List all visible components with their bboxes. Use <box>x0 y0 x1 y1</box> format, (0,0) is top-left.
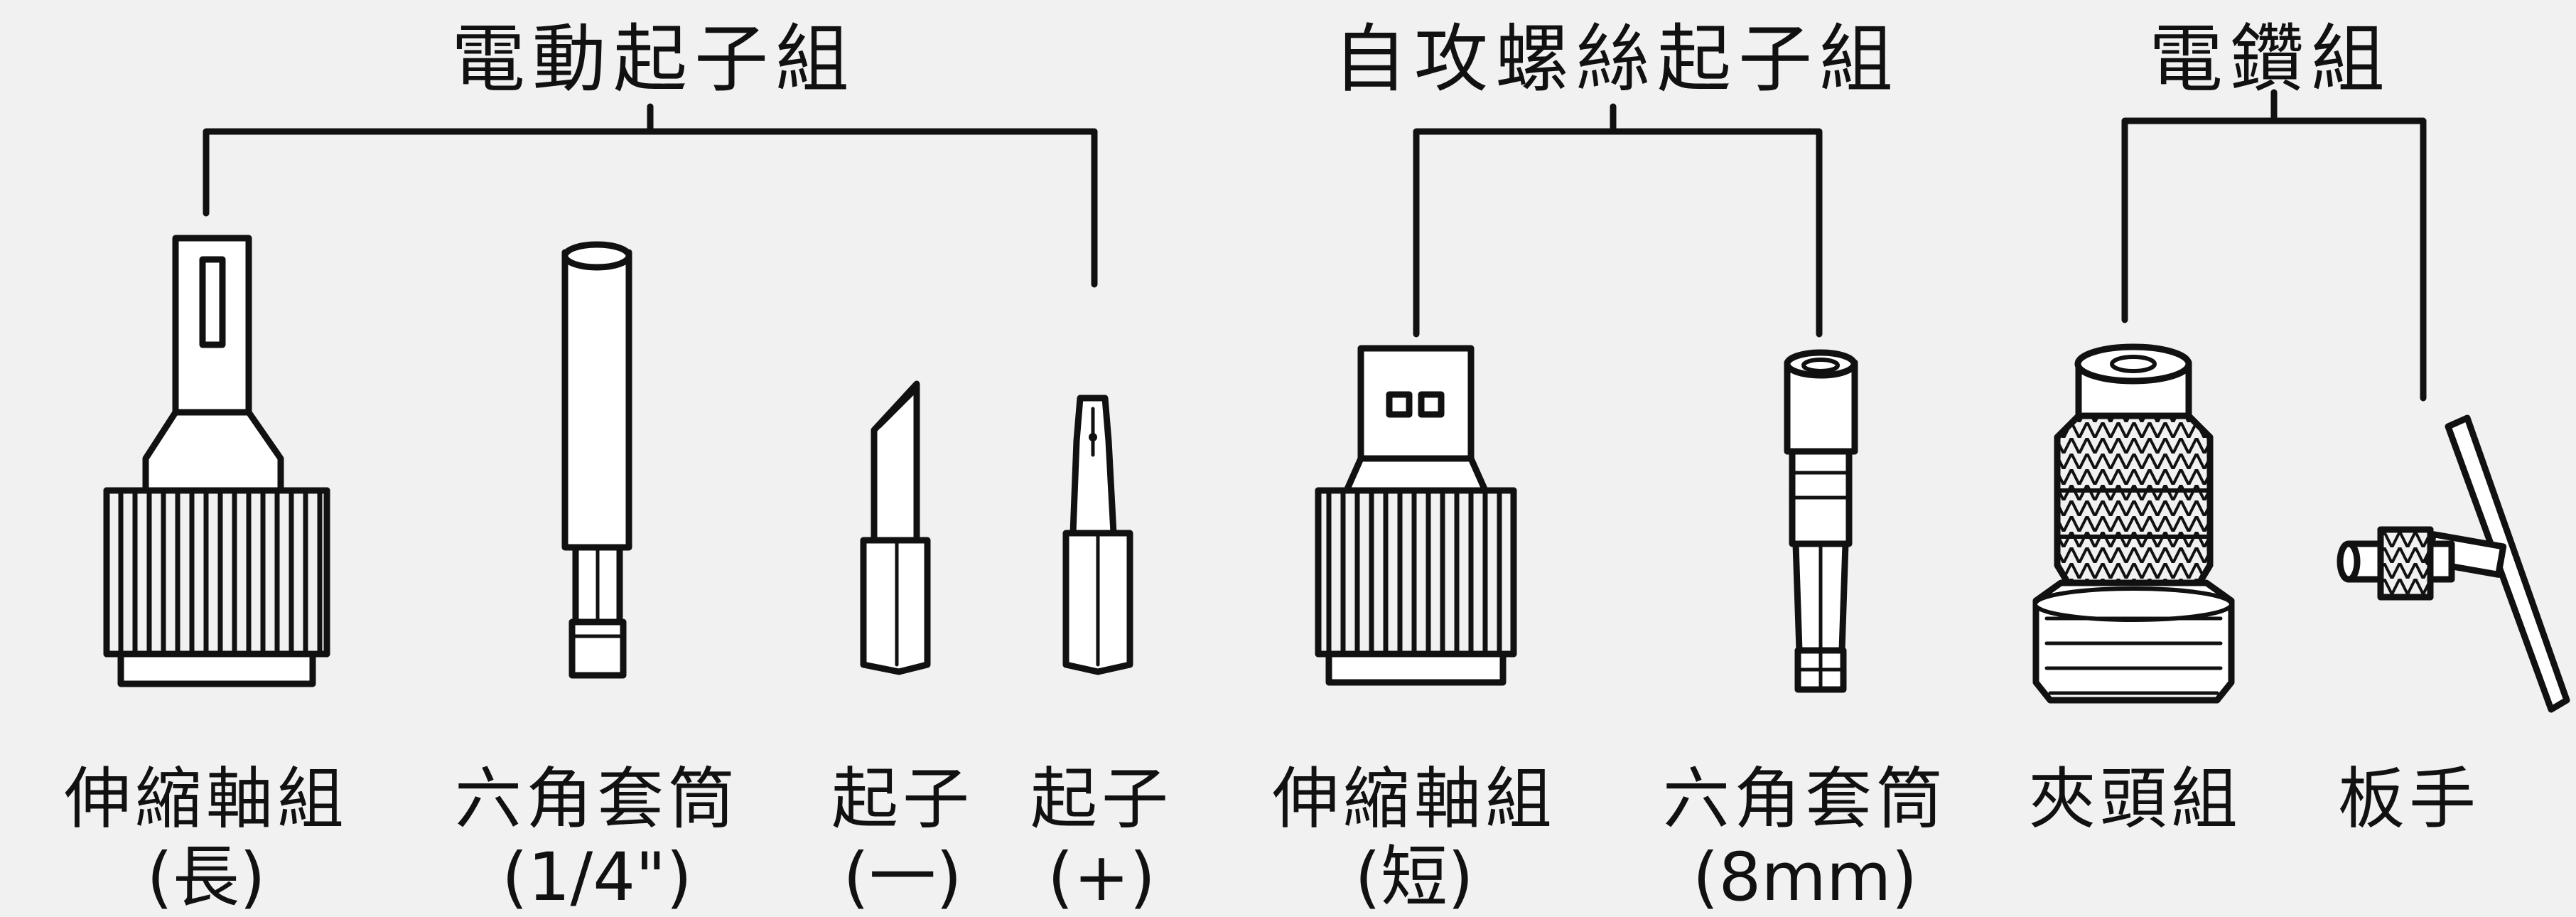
label-sub: (+) <box>1047 839 1156 916</box>
label-hex-socket-8mm: 六角套筒 (8mm) <box>1634 761 1976 917</box>
label-hex-socket-quarter: 六角套筒 (1/4") <box>426 761 767 917</box>
bracket-drill <box>2121 89 2427 402</box>
label-name: 伸縮軸組 <box>1271 761 1556 838</box>
label-sub: (1/4") <box>502 839 692 916</box>
bracket-electric-screwdriver <box>203 103 1098 288</box>
extension-shaft-short-drawing <box>1315 345 1517 686</box>
phillips-screwdriver-bit-drawing <box>1062 395 1133 675</box>
group-title-electric-screwdriver: 電動起子組 <box>451 16 856 102</box>
extension-shaft-long-drawing <box>103 235 330 687</box>
flat-screwdriver-bit-drawing <box>860 380 931 675</box>
label-name: 伸縮軸組 <box>63 761 348 838</box>
group-title-self-tapping-screwdriver: 自攻螺絲起子組 <box>1332 16 1900 102</box>
label-sub: (長) <box>146 839 266 916</box>
label-extension-shaft-long: 伸縮軸組 (長) <box>28 761 384 917</box>
label-name: 板手 <box>2337 761 2480 838</box>
label-chuck-key: 板手 <box>2302 761 2516 839</box>
label-name: 起子 <box>831 761 974 838</box>
label-name: 六角套筒 <box>1662 761 1947 838</box>
label-name: 起子 <box>1030 761 1173 838</box>
chuck-key-drawing <box>2337 414 2570 713</box>
label-drill-chuck: 夾頭組 <box>2018 761 2253 839</box>
group-title-drill: 電鑽組 <box>2148 16 2392 102</box>
label-name: 六角套筒 <box>454 761 739 838</box>
label-name: 夾頭組 <box>2028 761 2242 838</box>
label-sub: (短) <box>1354 839 1474 916</box>
drill-chuck-drawing <box>2032 343 2235 704</box>
label-sub: (一) <box>843 839 962 916</box>
label-sub: (8mm) <box>1692 839 1918 916</box>
hex-socket-quarter-drawing <box>561 241 632 679</box>
label-flat-screwdriver: 起子 (一) <box>810 761 995 917</box>
label-extension-shaft-short: 伸縮軸組 (短) <box>1244 761 1585 917</box>
hex-socket-8mm-drawing <box>1784 349 1858 693</box>
bracket-self-tapping-screwdriver <box>1413 103 1823 338</box>
label-phillips-screwdriver: 起子 (+) <box>1009 761 1194 917</box>
